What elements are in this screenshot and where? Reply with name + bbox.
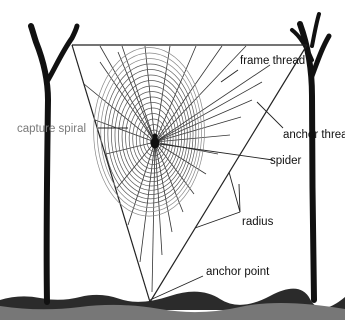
capture-spiral-label: capture spiral: [17, 123, 86, 135]
ground: [0, 289, 345, 320]
radius-label: radius: [242, 216, 274, 228]
spider-label: spider: [270, 155, 301, 167]
web-radius: [155, 82, 262, 142]
left-tree: [31, 26, 77, 302]
capture-web: [84, 46, 270, 292]
frame-thread-label: frame thread: [240, 55, 305, 67]
frame-threads: [72, 45, 307, 302]
anchor-thread-label: anchor threa: [283, 129, 345, 141]
anchor-point-label: anchor point: [206, 266, 270, 278]
web-radius: [106, 142, 155, 154]
